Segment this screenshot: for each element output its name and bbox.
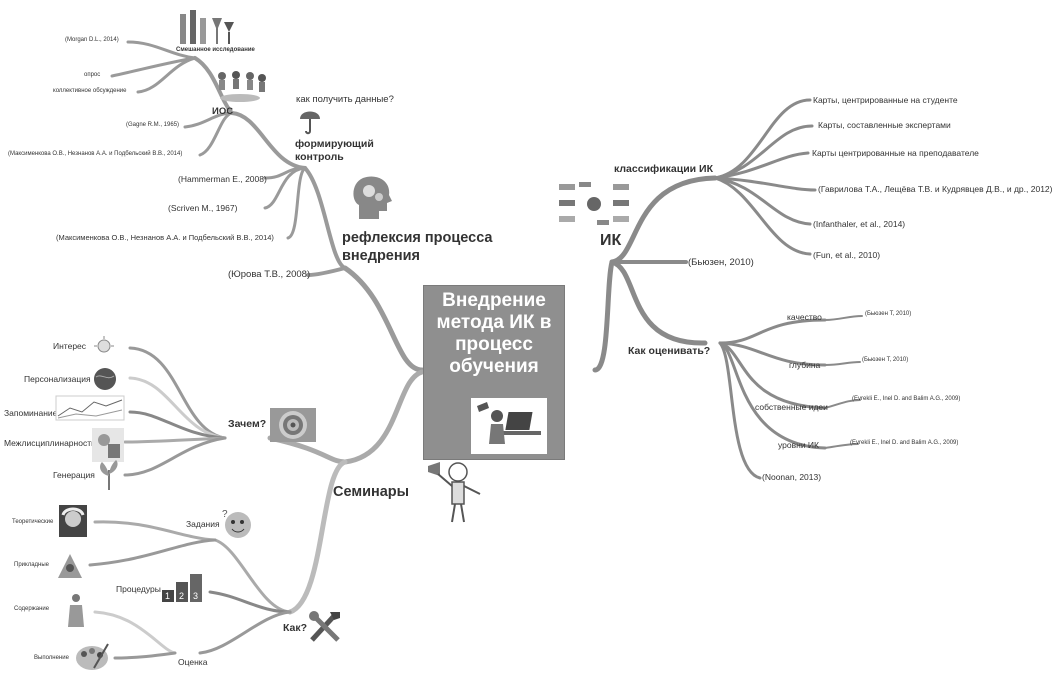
svg-text:1: 1 [165,591,170,601]
mixed-item: опрос [84,72,101,78]
mixed-item: (Morgan D.L., 2014) [65,37,119,43]
ik-classification-item: Карты центрированные на преподавателе [812,148,979,158]
why-item: Интерес [53,341,87,351]
target-icon [270,408,316,447]
central-node-title: Внедрение метода ИК в процесс обучения [436,290,552,377]
ik-classification-item: (Гаврилова Т.А., Лещёва Т.В. и Кудрявцев… [818,184,1052,194]
lab-flasks-picture [178,8,236,51]
concept-map-thumbnail [555,180,633,233]
svg-text:3: 3 [193,591,198,601]
mixed-research-label[interactable]: Смешанное исследование [176,47,255,53]
procedures-label[interactable]: Процедуры [116,584,161,594]
ik-classification-item: (Fun, et al., 2010) [813,250,881,260]
assessment-criterion: уровни ИК [778,440,819,450]
yurova-ref: (Юрова Т.В., 2008) [228,269,311,280]
megaphone-person-picture [424,458,488,529]
why-item: Генерация [53,470,95,480]
svg-text:?: ? [222,509,228,520]
assessment-criterion: (Noonan, 2013) [762,472,822,482]
formative-ref: (Hammerman E., 2008) [178,174,267,184]
why-label[interactable]: Зачем? [228,418,267,430]
why-item: Персонализация [24,374,91,384]
scientist-portrait [59,505,87,542]
ik-classification-label[interactable]: классификации ИК [614,163,714,175]
ik-assessment-label[interactable]: Как оценивать? [628,345,711,357]
central-node[interactable]: Внедрение метода ИК в процесс обучения [423,285,565,460]
assessment-ref: (Бьюзен Т, 2010) [862,357,909,363]
assessment-ref: (Evrekli E., Inel D. and Balim A.G., 200… [850,440,959,446]
reflection-branch-label[interactable]: рефлексия процесса внедрения [342,230,493,264]
smiley-icon: ? [220,507,254,544]
formative-ref: (Scriven M., 1967) [168,203,238,213]
ik-buzan-ref: (Бьюзен, 2010) [688,257,754,268]
assessment-ref: (Evrekli E., Inel D. and Balim A.G., 200… [852,396,961,402]
how-label[interactable]: Как? [283,622,308,634]
formative-ref: (Максименкова О.В., Незнанов А.А. и Подб… [56,233,274,242]
assessment-ref: (Бьюзен Т, 2010) [865,311,912,317]
umbrella-icon [298,107,322,140]
bulb-icon [92,336,116,361]
assessment-criterion: собственные идеи [755,402,828,412]
ik-classification-item: (Infanthaler, et al., 2014) [813,219,906,229]
memory-chart-picture [55,395,125,425]
figure-statue-picture [66,593,86,634]
assessment-criterion: глубина [789,360,821,370]
tools-icon [308,610,344,649]
assessment-criterion: качество [787,312,822,322]
evaluation-item: Содержание [14,606,50,612]
ik-classification-item: Карты, составленные экспертами [818,120,951,130]
interdisciplinary-picture [92,428,124,467]
evaluation-label[interactable]: Оценка [178,657,208,667]
tasks-label[interactable]: Задания [186,519,220,529]
reflection-question: как получить данные? [296,94,394,105]
connector-central-to-seminars [342,369,425,465]
svg-text:2: 2 [179,591,184,601]
people-group-picture [212,70,268,109]
plant-icon [96,460,122,495]
connector-central-to-ik [592,259,615,373]
mixed-item: коллективное обсуждение [53,88,127,94]
ios-label[interactable]: ИОС [212,106,234,117]
ios-ref: (Максименкова О.В., Незнанов А.А. и Подб… [8,151,183,157]
tasks-item: Теоретические [12,519,54,525]
ik-classification-item: Карты, центрированные на студенте [813,95,958,105]
ios-ref: (Gagne R.M., 1965) [126,122,180,128]
tasks-item: Прикладные [14,562,49,568]
formative-control-label[interactable]: формирующий контроль [295,138,374,163]
globe-icon [93,367,117,396]
evaluation-item: Выполнение [34,655,69,661]
connector-central-to-reflection [342,265,425,373]
applied-task-picture [54,550,86,587]
why-item: Межлисциплинарность [4,438,96,448]
why-item: Запоминание [4,408,58,418]
palette-icon [74,642,110,677]
worker-laptop-picture [471,398,547,454]
seminars-branch-label[interactable]: Семинары [333,484,410,500]
head-gears-icon [349,173,393,226]
ik-branch-label[interactable]: ИК [600,232,622,249]
